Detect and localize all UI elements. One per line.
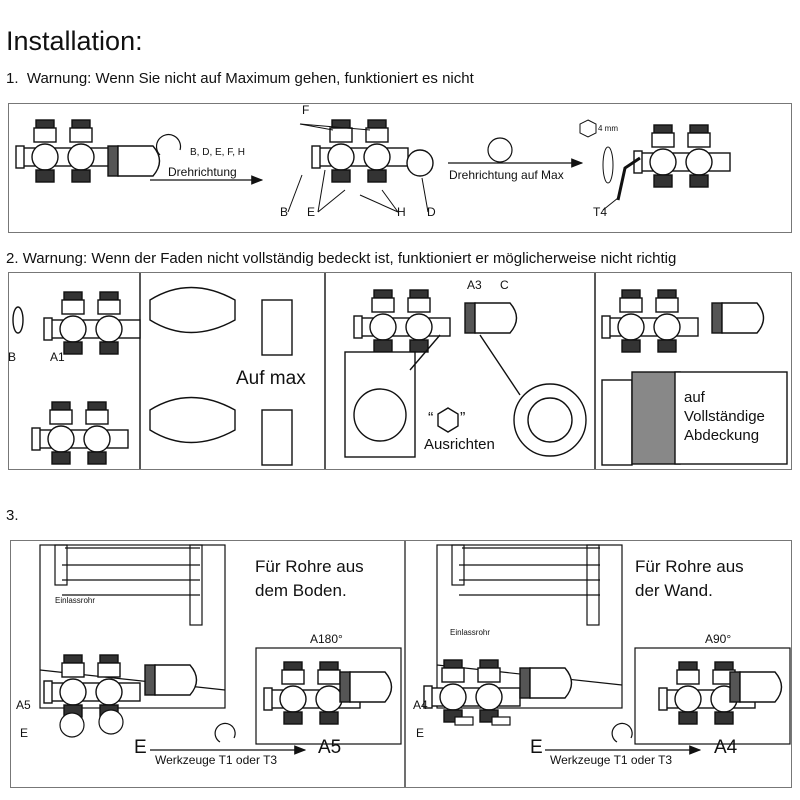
tools-label: Werkzeuge T1 oder T3 (550, 753, 673, 767)
page-title: Installation: (6, 26, 143, 56)
ausrichten-label: Ausrichten (424, 436, 495, 453)
floor-pipes-heading: Für Rohre aus dem Boden. (255, 555, 364, 603)
label-f: F (302, 103, 310, 117)
angle-label: A90° (705, 632, 732, 646)
from-part: E (530, 737, 543, 758)
label-a3: A3 (467, 278, 482, 292)
to-part: A5 (318, 737, 342, 758)
label-c: C (500, 278, 509, 292)
from-part: E (134, 737, 147, 758)
step3-panel (10, 540, 792, 788)
direction-max-label: Drehrichtung auf Max (449, 168, 564, 182)
auf-max-label: Auf max (236, 368, 306, 389)
direction-label: Drehrichtung (168, 165, 237, 179)
label-t4: T4 (593, 205, 608, 219)
coverage-label: auf Vollständige Abdeckung (684, 388, 765, 445)
coverage-line: Vollständige (684, 408, 765, 425)
label-e: E (20, 726, 29, 740)
step2-panel (8, 272, 792, 470)
step1-panel (8, 103, 792, 233)
inlet-label: Einlassrohr (450, 628, 491, 637)
quote-open: “ (428, 410, 434, 427)
step1-heading: 1. Warnung: Wenn Sie nicht auf Maximum g… (6, 70, 474, 87)
step-warning: Warnung: Wenn Sie nicht auf Maximum gehe… (26, 70, 474, 87)
label-a1: A1 (50, 350, 65, 364)
heading-line: Für Rohre aus (255, 557, 364, 576)
step2-heading: 2. Warnung: Wenn der Faden nicht vollstä… (6, 250, 676, 267)
inlet-label: Einlassrohr (55, 596, 96, 605)
label-e: E (307, 205, 316, 219)
step2-artwork (12, 272, 788, 470)
label-a4: A4 (413, 698, 428, 712)
hex-size-label: 4 mm (598, 124, 618, 133)
rotate-parts-label: B, D, E, F, H (190, 147, 246, 158)
step-number: 1. (6, 70, 19, 87)
label-b: B (8, 350, 17, 364)
label-b: B (280, 205, 289, 219)
step3-heading: 3. (6, 507, 19, 524)
quote-close: ” (460, 410, 466, 427)
step-number: 2. (6, 250, 19, 267)
step3-artwork (39, 540, 791, 788)
to-part: A4 (714, 737, 738, 758)
label-d: D (427, 205, 436, 219)
label-e: E (416, 726, 425, 740)
wall-pipes-heading: Für Rohre aus der Wand. (635, 555, 744, 603)
tools-label: Werkzeuge T1 oder T3 (155, 753, 278, 767)
angle-label: A180° (310, 632, 343, 646)
heading-line: der Wand. (635, 581, 713, 600)
step1-artwork (15, 119, 731, 213)
coverage-line: auf (684, 389, 705, 406)
heading-line: Für Rohre aus (635, 557, 744, 576)
heading-line: dem Boden. (255, 581, 347, 600)
coverage-line: Abdeckung (684, 427, 760, 444)
step-warning: Warnung: Wenn der Faden nicht vollständi… (22, 250, 677, 267)
label-a5: A5 (16, 698, 31, 712)
label-h: H (397, 205, 406, 219)
